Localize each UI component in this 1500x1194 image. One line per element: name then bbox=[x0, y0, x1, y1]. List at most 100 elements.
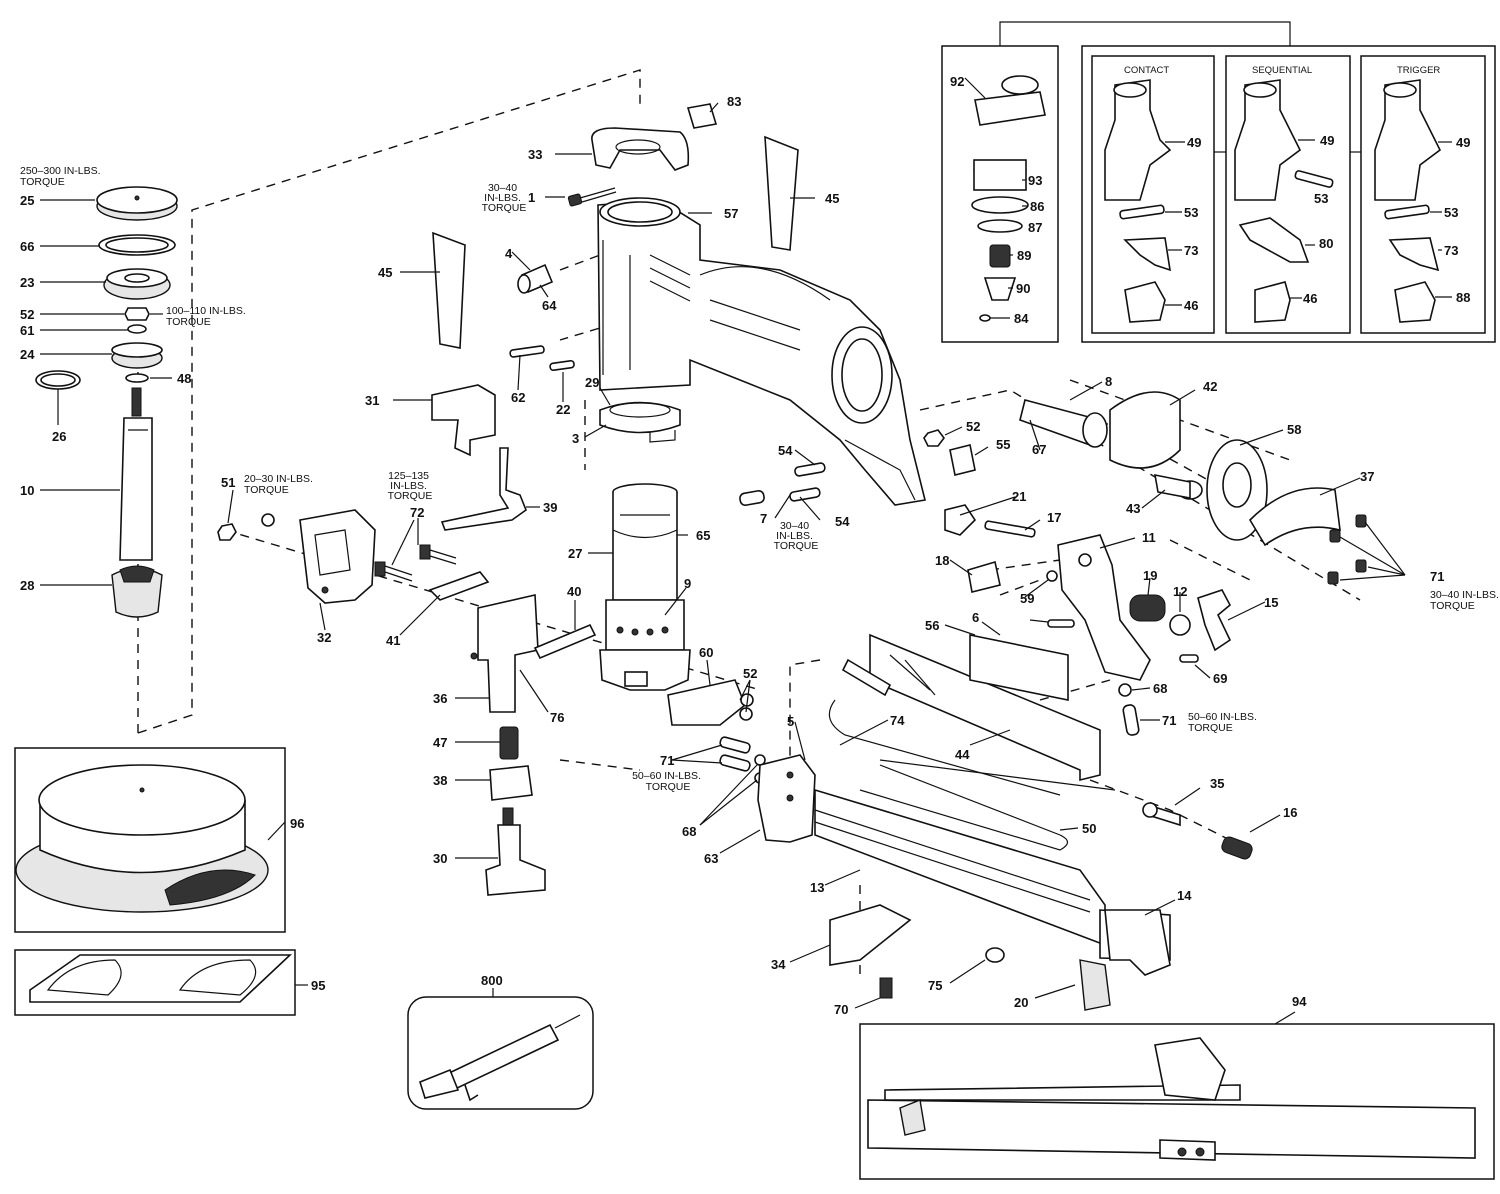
label-66: 66 bbox=[20, 239, 34, 254]
label-73-contact: 73 bbox=[1184, 243, 1198, 258]
label-16: 16 bbox=[1283, 805, 1297, 820]
bracket-31 bbox=[431, 384, 496, 457]
trigger-15-pin-69 bbox=[1179, 589, 1232, 663]
label-34: 34 bbox=[771, 957, 786, 972]
label-61: 61 bbox=[20, 323, 34, 338]
label-58: 58 bbox=[1287, 422, 1301, 437]
label-12: 12 bbox=[1173, 584, 1187, 599]
pin-2-washer-68-screw-71 bbox=[1047, 619, 1140, 736]
label-39: 39 bbox=[543, 500, 557, 515]
label-64: 64 bbox=[542, 298, 557, 313]
screws-71-right bbox=[1327, 514, 1367, 585]
label-52: 52 bbox=[20, 307, 34, 322]
label-26: 26 bbox=[52, 429, 66, 444]
torque-30-40-top: 30–40 IN-LBS. TORQUE bbox=[482, 182, 527, 214]
screw-1 bbox=[567, 187, 617, 207]
block-38 bbox=[489, 765, 533, 801]
trigger-lever-11 bbox=[1057, 534, 1151, 681]
nut-51-washer bbox=[217, 513, 275, 541]
label-1: 1 bbox=[528, 190, 535, 205]
valve-kit-parts bbox=[971, 75, 1046, 322]
label-71-right-center: 71 bbox=[1162, 713, 1176, 728]
housing-assembly bbox=[597, 197, 926, 506]
label-83: 83 bbox=[727, 94, 741, 109]
inset-94 bbox=[859, 1011, 1495, 1180]
torque-50-60-left: 50–60 IN-LBS. TORQUE bbox=[632, 770, 704, 793]
label-6: 6 bbox=[972, 610, 979, 625]
label-49-sequential: 49 bbox=[1320, 133, 1334, 148]
lever-39 bbox=[440, 447, 527, 531]
label-19: 19 bbox=[1143, 568, 1157, 583]
bumper bbox=[111, 565, 163, 618]
spring-19-bushing-12 bbox=[1129, 594, 1191, 636]
spring-47 bbox=[499, 726, 519, 760]
label-95: 95 bbox=[311, 978, 325, 993]
heading-trigger: TRIGGER bbox=[1397, 65, 1440, 76]
label-94: 94 bbox=[1292, 994, 1307, 1009]
torque-100-110: 100–110 IN-LBS. TORQUE bbox=[166, 305, 249, 328]
nose-plate-32 bbox=[299, 509, 376, 604]
label-53-sequential: 53 bbox=[1314, 191, 1328, 206]
label-24: 24 bbox=[20, 347, 35, 362]
label-57: 57 bbox=[724, 206, 738, 221]
label-68-right: 68 bbox=[1153, 681, 1167, 696]
label-32: 32 bbox=[317, 630, 331, 645]
seal-21-screw-17 bbox=[944, 504, 1036, 538]
label-68-left: 68 bbox=[682, 824, 696, 839]
label-89: 89 bbox=[1017, 248, 1031, 263]
label-43: 43 bbox=[1126, 501, 1140, 516]
label-49-contact: 49 bbox=[1187, 135, 1201, 150]
label-52-center: 52 bbox=[743, 666, 757, 681]
torque-notes: 250–300 IN-LBS. TORQUE 100–110 IN-LBS. T… bbox=[20, 165, 1499, 793]
label-62: 62 bbox=[511, 390, 525, 405]
torque-30-40-mid: 30–40 IN-LBS. TORQUE bbox=[774, 520, 819, 552]
label-76: 76 bbox=[550, 710, 564, 725]
label-51: 51 bbox=[221, 475, 235, 490]
label-50: 50 bbox=[1082, 821, 1096, 836]
nut-52-right bbox=[923, 429, 976, 476]
handle-grip-8-67 bbox=[1019, 399, 1108, 448]
label-70: 70 bbox=[834, 1002, 848, 1017]
label-63: 63 bbox=[704, 851, 718, 866]
pins-62-22 bbox=[509, 345, 575, 372]
label-11: 11 bbox=[1142, 530, 1156, 545]
label-74: 74 bbox=[890, 713, 905, 728]
wedge-45-right bbox=[764, 135, 799, 251]
label-49-trigger: 49 bbox=[1456, 135, 1470, 150]
inset-95 bbox=[14, 949, 296, 1016]
label-90: 90 bbox=[1016, 281, 1030, 296]
label-15: 15 bbox=[1264, 595, 1278, 610]
label-17: 17 bbox=[1047, 510, 1061, 525]
label-40: 40 bbox=[567, 584, 581, 599]
label-27: 27 bbox=[568, 546, 582, 561]
label-37: 37 bbox=[1360, 469, 1374, 484]
torque-250-300: 250–300 IN-LBS. TORQUE bbox=[20, 165, 103, 188]
label-7: 7 bbox=[760, 511, 767, 526]
label-29: 29 bbox=[585, 375, 599, 390]
trigger-kit-parts bbox=[1374, 79, 1442, 323]
label-4: 4 bbox=[505, 246, 513, 261]
cap-42-43 bbox=[1109, 391, 1203, 500]
latch-14-20-75 bbox=[985, 909, 1171, 1011]
label-52-right: 52 bbox=[966, 419, 980, 434]
label-47: 47 bbox=[433, 735, 447, 750]
label-59: 59 bbox=[1020, 591, 1034, 606]
driver-blade bbox=[119, 387, 153, 561]
wedge-45-left bbox=[432, 231, 466, 349]
label-65: 65 bbox=[696, 528, 710, 543]
label-30: 30 bbox=[433, 851, 447, 866]
inset-96 bbox=[14, 747, 286, 933]
torque-50-60-right: 50–60 IN-LBS. TORQUE bbox=[1188, 711, 1260, 734]
block-18-pin-59 bbox=[967, 560, 1058, 593]
label-96: 96 bbox=[290, 816, 304, 831]
label-38: 38 bbox=[433, 773, 447, 788]
label-55: 55 bbox=[996, 437, 1010, 452]
mode-headings: CONTACT SEQUENTIAL TRIGGER bbox=[1124, 65, 1440, 76]
label-8: 8 bbox=[1105, 374, 1112, 389]
label-44: 44 bbox=[955, 747, 970, 762]
label-75: 75 bbox=[928, 978, 942, 993]
label-5: 5 bbox=[787, 714, 794, 729]
heading-contact: CONTACT bbox=[1124, 65, 1169, 76]
block-83 bbox=[686, 103, 718, 129]
